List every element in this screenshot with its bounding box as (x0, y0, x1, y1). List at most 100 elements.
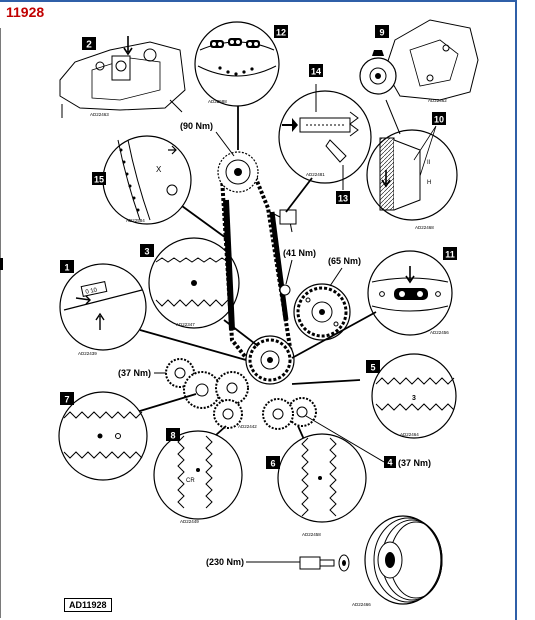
fig1-ref: AD22439 (78, 351, 97, 356)
x-mark: X (156, 165, 162, 174)
fig2-ref: AD22463 (90, 112, 109, 117)
fig11-ref: AD22456 (430, 330, 449, 335)
torque-idler-right: (37 Nm) (398, 458, 431, 468)
fig14-ref: AD22481 (306, 172, 325, 177)
inset-fig1-timing-scale: 1 0 10 AD22439 (59, 260, 147, 356)
callout-box-2 (82, 37, 96, 50)
fig15-ref: AD22584 (126, 218, 145, 223)
torque-tensioner-pivot: (41 Nm) (283, 248, 316, 258)
arrow-right-icon (292, 118, 298, 132)
tensioner-guide (269, 211, 289, 321)
callout-label-1: 1 (64, 263, 69, 273)
injection-pump-sprocket (293, 283, 351, 341)
scale-top-label: 0 10 (85, 287, 98, 295)
inset-fig7-gear-teeth: 7 (58, 391, 148, 481)
inset-fig10-pump-timing-mark: 10 II H AD22468 (366, 99, 458, 230)
inset-fig14-tensioner: 14 13 AD22481 (278, 64, 372, 204)
inset-fig15-chain-marking: 15 X AD22584 (92, 135, 192, 225)
page-id: 11928 (6, 4, 45, 20)
idler-gear-center (183, 371, 221, 409)
fig12-ref: AD22588 (208, 99, 227, 104)
pulley-ref: AD22466 (352, 602, 371, 607)
arrow-down-icon (123, 36, 133, 56)
tensioner-pivot-bolt (279, 284, 291, 296)
callout-box-1 (60, 260, 74, 273)
pulley-bolt-head (299, 556, 321, 570)
callout-label-9: 9 (379, 28, 384, 38)
fig8-ref: AD22449 (180, 519, 199, 524)
inset-fig9-injection-pump: 9 AD22462 (359, 19, 479, 103)
footer-figure-code: AD11928 (64, 598, 112, 612)
callout-box-13 (336, 191, 350, 204)
fig3-ref: AD22347 (176, 322, 195, 327)
fig8-mark: CR (186, 478, 195, 484)
pointer-icon (372, 50, 384, 56)
callout-box-9 (375, 25, 389, 38)
arrow-up-icon (95, 312, 105, 330)
inset-fig8-gear-teeth: 8 CR AD22449 (153, 428, 243, 524)
crankshaft-pulley-assembly: (230 Nm) AD22466 (206, 515, 443, 607)
torque-crank-pulley-bolt: (230 Nm) (206, 557, 244, 567)
torque-pump-sprocket: (65 Nm) (328, 256, 361, 266)
fixed-chain-guide (223, 199, 235, 331)
right-border (515, 0, 517, 620)
fig10-upper-mark: II (427, 160, 431, 166)
arrow-right-icon (75, 295, 91, 305)
idler-gear-lower-right (262, 398, 294, 430)
callout-box-3 (140, 244, 154, 257)
fig10-ref: AD22468 (415, 225, 434, 230)
fig9-ref: AD22462 (428, 98, 447, 103)
callout-box-8 (166, 428, 180, 441)
callout-box-4 (384, 456, 396, 468)
callout-label-12: 12 (276, 28, 286, 38)
callout-label-8: 8 (170, 431, 175, 441)
callout-box-6 (266, 456, 280, 469)
callout-label-10: 10 (434, 115, 444, 125)
inset-fig2-engine-head: 2 AD22463 (59, 36, 186, 118)
callout-label-14: 14 (311, 67, 321, 77)
inset-fig12-chain-links: 12 AD22588 (194, 21, 288, 107)
callout-box-11 (443, 247, 457, 260)
inset-fig6-gear-teeth: 6 AD22458 (266, 433, 367, 537)
callout-label-4: 4 (387, 458, 392, 468)
top-border (0, 0, 515, 2)
idler-gear-mid (215, 371, 249, 405)
callout-label-3: 3 (144, 247, 149, 257)
camshaft-sprocket (217, 151, 259, 193)
inset-fig3-sprocket-teeth: 3 AD22347 (140, 237, 240, 329)
callout-label-15: 15 (94, 175, 104, 185)
callout-label-6: 6 (270, 459, 275, 469)
callout-box-15 (92, 172, 106, 185)
callout-label-11: 11 (445, 250, 455, 260)
left-border (0, 28, 1, 618)
callout-box-7 (60, 392, 74, 405)
callout-label-7: 7 (64, 395, 69, 405)
callout-box-12 (274, 25, 288, 38)
arrow-right-icon (168, 145, 177, 155)
crankshaft-sprocket (245, 335, 295, 385)
inset-fig5-gear-teeth: 5 3 AD22464 (366, 353, 457, 439)
main-ref: AD22442 (238, 424, 257, 429)
leader-lines (129, 106, 377, 445)
callout-label-2: 2 (86, 40, 92, 51)
callout-label-5: 5 (370, 363, 375, 373)
fig6-ref: AD22458 (302, 532, 321, 537)
tensioner-plunger (279, 209, 297, 225)
left-edge-mark (0, 258, 3, 270)
main-timing-chain-assembly: AD22442 (165, 151, 351, 430)
pulley-bolt-shank (319, 559, 335, 567)
arrow-down-icon (381, 170, 391, 188)
arrow-down-icon (405, 266, 415, 284)
callout-box-10 (432, 112, 446, 125)
torque-cam-sprocket: (90 Nm) (180, 121, 213, 131)
torque-idler-left: (37 Nm) (118, 368, 151, 378)
fig5-ref: AD22464 (400, 432, 419, 437)
oil-pump-gear (213, 399, 243, 429)
fig10-lower-mark: H (427, 180, 431, 186)
callout-box-14 (309, 64, 323, 77)
callout-label-13: 13 (338, 194, 348, 204)
callout-box-5 (366, 360, 380, 373)
inset-fig11-locking-pin: 11 AD22456 (367, 247, 457, 336)
tdc-mark: 3 (412, 395, 416, 402)
